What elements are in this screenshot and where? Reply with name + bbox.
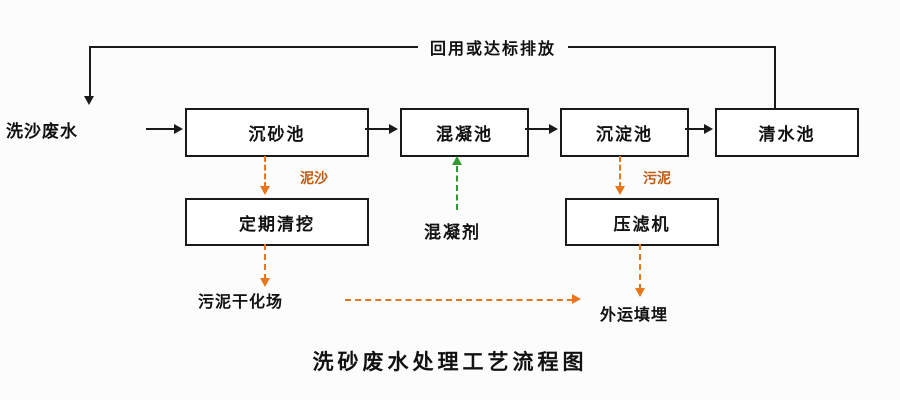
- flow-line-1: [365, 128, 391, 130]
- box-filter-press: 压滤机: [565, 198, 719, 246]
- arrow-down-icon: [615, 186, 625, 195]
- sludge-label: 污泥: [643, 170, 671, 186]
- arrow-right-icon: [174, 124, 183, 134]
- arrow-up-icon: [452, 156, 462, 165]
- drying-to-landfill-line: [345, 299, 573, 301]
- box-clear-water-tank-label: 清水池: [758, 125, 816, 144]
- arrow-right-icon: [704, 124, 713, 134]
- arrow-right-icon: [549, 124, 558, 134]
- box-sedimentation-tank: 沉淀池: [560, 108, 689, 157]
- return-line-right: [774, 46, 776, 108]
- box-filter-press-label: 压滤机: [613, 214, 671, 234]
- arrow-right-icon: [389, 124, 398, 134]
- arrow-down-icon: [260, 278, 270, 287]
- flow-line-2: [525, 128, 551, 130]
- sludge-drying-label: 污泥干化场: [198, 294, 284, 311]
- box-coagulation-tank-label: 混凝池: [436, 125, 493, 144]
- diagram-title: 洗砂废水处理工艺流程图: [312, 351, 588, 374]
- arrow-down-icon: [84, 96, 94, 105]
- sediment-label: 泥沙: [300, 170, 328, 186]
- box-periodic-dredging: 定期清挖: [185, 198, 369, 246]
- dredging-out-line: [264, 244, 266, 280]
- flow-line-3: [685, 128, 706, 130]
- box-coagulation-tank: 混凝池: [400, 108, 529, 157]
- landfill-label: 外运填埋: [600, 307, 669, 324]
- arrow-right-icon: [572, 294, 581, 304]
- arrow-down-icon: [635, 288, 645, 297]
- coagulant-flow-line: [456, 166, 458, 210]
- box-grit-chamber: 沉砂池: [185, 108, 369, 157]
- box-clear-water-tank: 清水池: [715, 108, 859, 157]
- return-line-left: [89, 46, 91, 98]
- box-grit-chamber-label: 沉砂池: [248, 125, 306, 144]
- sludge-flow-line: [619, 156, 621, 188]
- source-label: 洗沙废水: [6, 122, 78, 141]
- box-sedimentation-tank-label: 沉淀池: [596, 125, 653, 144]
- arrow-down-icon: [260, 186, 270, 195]
- return-label: 回用或达标排放: [418, 33, 569, 61]
- inlet-line: [146, 128, 176, 130]
- press-out-line: [639, 244, 641, 290]
- box-periodic-dredging-label: 定期清挖: [239, 214, 315, 234]
- coagulant-label: 混凝剂: [424, 223, 481, 242]
- sediment-flow-line: [264, 156, 266, 188]
